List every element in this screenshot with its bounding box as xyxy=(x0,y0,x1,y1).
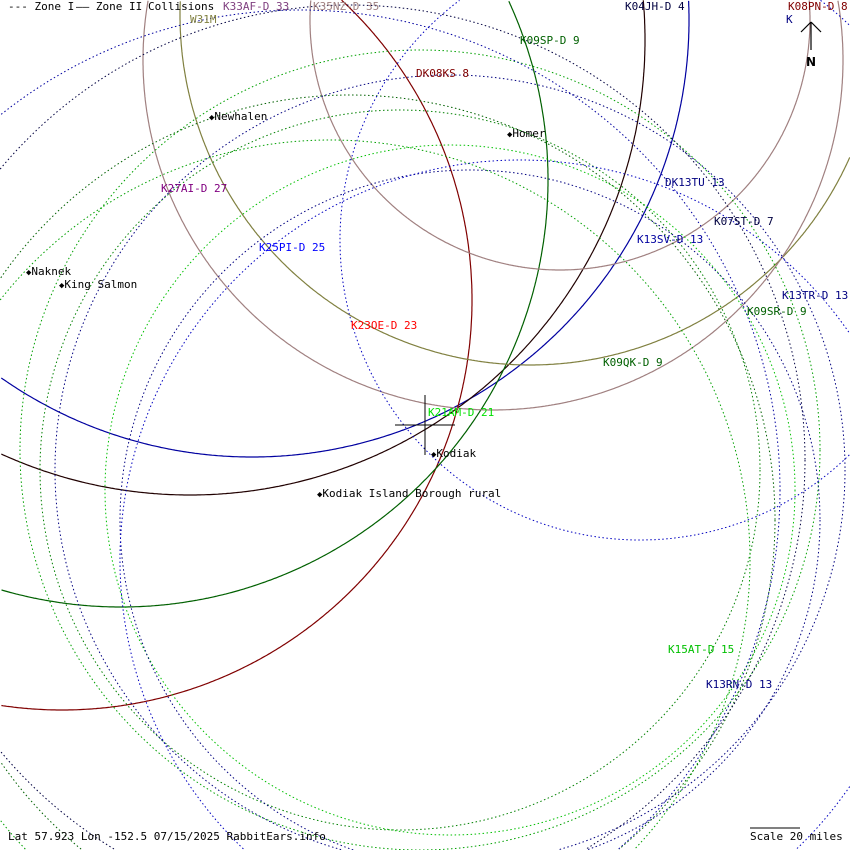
north-arrow-icon xyxy=(800,21,822,50)
legend-zone2: —— Zone II xyxy=(76,0,143,13)
station-label-dk08ks[interactable]: DK08KS 8 xyxy=(416,67,469,80)
contour-k04jh xyxy=(1,0,646,496)
city-label: Naknek xyxy=(31,265,72,278)
contour-dk08ks xyxy=(1,0,473,711)
contour-k27ai xyxy=(119,169,821,850)
footer-scale: Scale 20 miles xyxy=(750,830,843,843)
station-label-w31m[interactable]: W31M xyxy=(190,13,217,26)
contour-w31m xyxy=(179,1,850,366)
contour-dk13tu xyxy=(54,74,846,850)
city-kodiak: ◆Kodiak xyxy=(431,448,476,461)
contour-k25pi xyxy=(0,0,690,458)
city-label: Newhalen xyxy=(214,110,268,123)
city-homer: ◆Homer xyxy=(507,128,546,141)
station-label-k13tr[interactable]: K13TR-D 13 xyxy=(782,289,849,302)
city-king-salmon: ◆King Salmon xyxy=(59,279,137,292)
contour-k15at xyxy=(39,109,761,831)
city-marker-icon: ◆ xyxy=(26,268,32,278)
contour-k09qk xyxy=(0,139,751,850)
contour-k09sr xyxy=(0,94,776,850)
station-label-k35nz[interactable]: K35NZ-D 35 xyxy=(313,0,380,13)
contour-k13tr xyxy=(119,159,850,850)
contour-k09sp xyxy=(1,0,549,608)
contour-k35nz xyxy=(142,0,844,411)
contour-k33af xyxy=(339,0,850,541)
station-label-k33af[interactable]: K33AF-D 33 xyxy=(223,0,290,13)
station-label-k21am[interactable]: K21AM-D 21 xyxy=(428,406,495,419)
city-naknek: ◆Naknek xyxy=(26,266,71,279)
station-label-k08pn[interactable]: K08PN-D 8 xyxy=(788,0,848,13)
city-marker-icon: ◆ xyxy=(431,450,437,460)
station-label-dk13tu[interactable]: DK13TU 13 xyxy=(665,176,725,189)
station-label-k07st[interactable]: K07ST-D 7 xyxy=(714,215,774,228)
footer-coords: Lat 57.923 Lon -152.5 07/15/2025 RabbitE… xyxy=(8,830,326,843)
legend-collisions: Collisions xyxy=(148,0,215,13)
contour-k07st xyxy=(0,4,806,850)
contour-k13sv xyxy=(0,9,781,850)
contour-k23oe xyxy=(104,144,796,836)
city-label: King Salmon xyxy=(64,278,138,291)
city-marker-icon: ◆ xyxy=(507,130,513,140)
city-label: Homer xyxy=(512,127,546,140)
station-label-k09sr[interactable]: K09SR-D 9 xyxy=(747,305,807,318)
city-kodiak-island-borough-rural: ◆Kodiak Island Borough rural xyxy=(317,488,501,501)
north-label: N xyxy=(806,55,817,69)
city-label: Kodiak xyxy=(436,447,477,460)
station-label-k09sp[interactable]: K09SP-D 9 xyxy=(520,34,580,47)
city-newhalen: ◆Newhalen xyxy=(209,111,267,124)
contour-k21am xyxy=(19,49,821,850)
station-label-k13sv[interactable]: K13SV-D 13 xyxy=(637,233,704,246)
station-label-k15at[interactable]: K15AT-D 15 xyxy=(668,643,735,656)
city-marker-icon: ◆ xyxy=(209,113,215,123)
station-label-k27ai[interactable]: K27AI-D 27 xyxy=(161,182,228,195)
station-label-k09qk[interactable]: K09QK-D 9 xyxy=(603,356,663,369)
city-marker-icon: ◆ xyxy=(59,281,65,291)
station-label-k04jh[interactable]: K04JH-D 4 xyxy=(625,0,685,13)
contour-k08pn xyxy=(309,0,811,271)
city-label: Kodiak Island Borough rural xyxy=(322,487,502,500)
station-label-k13rn[interactable]: K13RN-D 13 xyxy=(706,678,773,691)
city-marker-icon: ◆ xyxy=(317,490,323,500)
station-label-k25pi[interactable]: K25PI-D 25 xyxy=(259,241,326,254)
station-label-k-truncated[interactable]: K xyxy=(786,13,793,26)
station-label-k23oe[interactable]: K23OE-D 23 xyxy=(351,319,418,332)
legend-zone1: --- Zone I xyxy=(8,0,75,13)
